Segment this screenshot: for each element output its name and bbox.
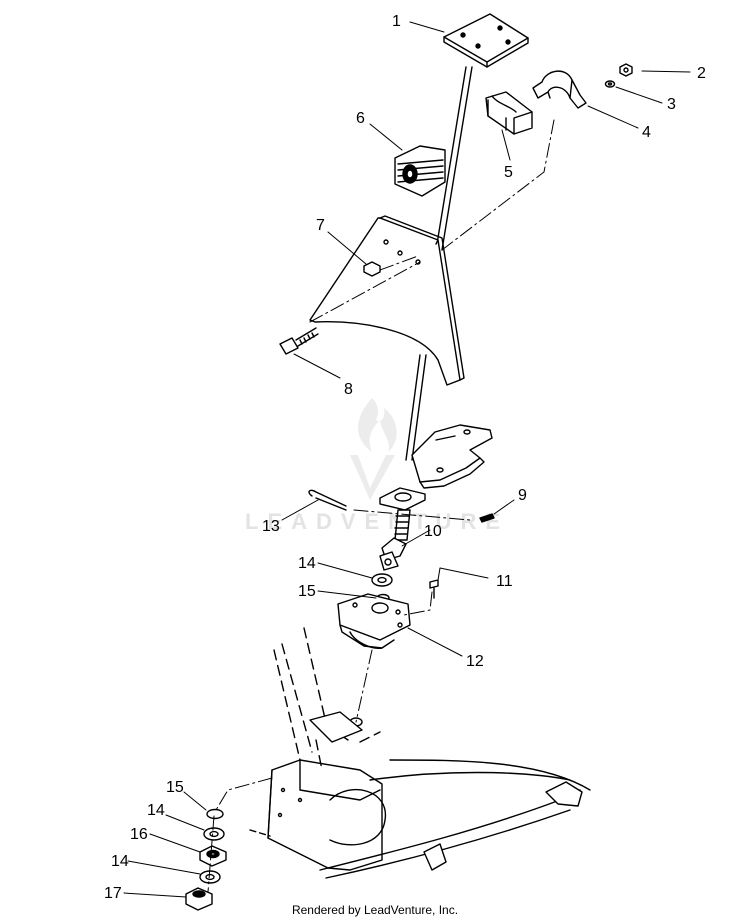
callout-15: 15 [298, 583, 316, 600]
callout-9: 9 [518, 487, 527, 504]
callout-14: 14 [147, 802, 165, 819]
callout-4: 4 [642, 124, 651, 141]
callout-12: 12 [466, 653, 484, 670]
callout-5: 5 [504, 164, 513, 181]
assembly-lines [207, 119, 555, 893]
column-support-plate [309, 215, 465, 386]
lower-bracket [411, 424, 493, 489]
steering-post-socket [309, 711, 363, 743]
part-14-washer-upper [371, 573, 393, 587]
callout-10: 10 [424, 523, 442, 540]
part-6-rubber-bushing [394, 145, 446, 197]
callout-8: 8 [344, 381, 353, 398]
part-7-nut [363, 261, 381, 277]
callout-16: 16 [130, 826, 148, 843]
callout-14: 14 [298, 555, 316, 572]
callout-2: 2 [697, 65, 706, 82]
steering-post-guides [273, 627, 381, 771]
part-13-cotter-pin [308, 489, 347, 511]
part-11-screw [429, 579, 439, 599]
part-10-universal-joint [379, 509, 411, 571]
part-14-washer-lower-1 [203, 827, 225, 841]
part-16-nut [199, 845, 227, 867]
part-3-washer [604, 80, 616, 88]
part-12-pivot-block [337, 593, 411, 649]
watermark-logo [350, 398, 397, 500]
callout-17: 17 [104, 885, 122, 902]
callout-11: 11 [496, 573, 513, 590]
steering-shaft [405, 66, 473, 461]
leader-lines [123, 21, 691, 898]
callout-6: 6 [356, 110, 365, 127]
callout-1: 1 [392, 13, 401, 30]
part-17-cap-nut [185, 887, 213, 911]
part-1-top-plate [443, 13, 529, 68]
footer-credit: Rendered by LeadVenture, Inc. [291, 903, 459, 917]
shaft-flange [379, 487, 426, 511]
part-8-bolt [279, 327, 319, 355]
front-frame [249, 759, 591, 879]
part-2-nut [619, 63, 633, 77]
part-5-bushing [485, 91, 533, 135]
callout-13: 13 [262, 518, 280, 535]
part-4-clamp [532, 70, 587, 109]
callout-15: 15 [166, 779, 184, 796]
callout-labels: 1 2 3 4 5 6 7 8 9 10 11 12 13 14 15 15 1… [104, 13, 706, 902]
watermark-text: LEADVENTURE [245, 509, 510, 534]
callout-14: 14 [111, 853, 129, 870]
callout-7: 7 [316, 217, 325, 234]
part-15-oring-lower [206, 808, 224, 820]
part-9-pin [479, 513, 495, 523]
callout-3: 3 [667, 96, 676, 113]
